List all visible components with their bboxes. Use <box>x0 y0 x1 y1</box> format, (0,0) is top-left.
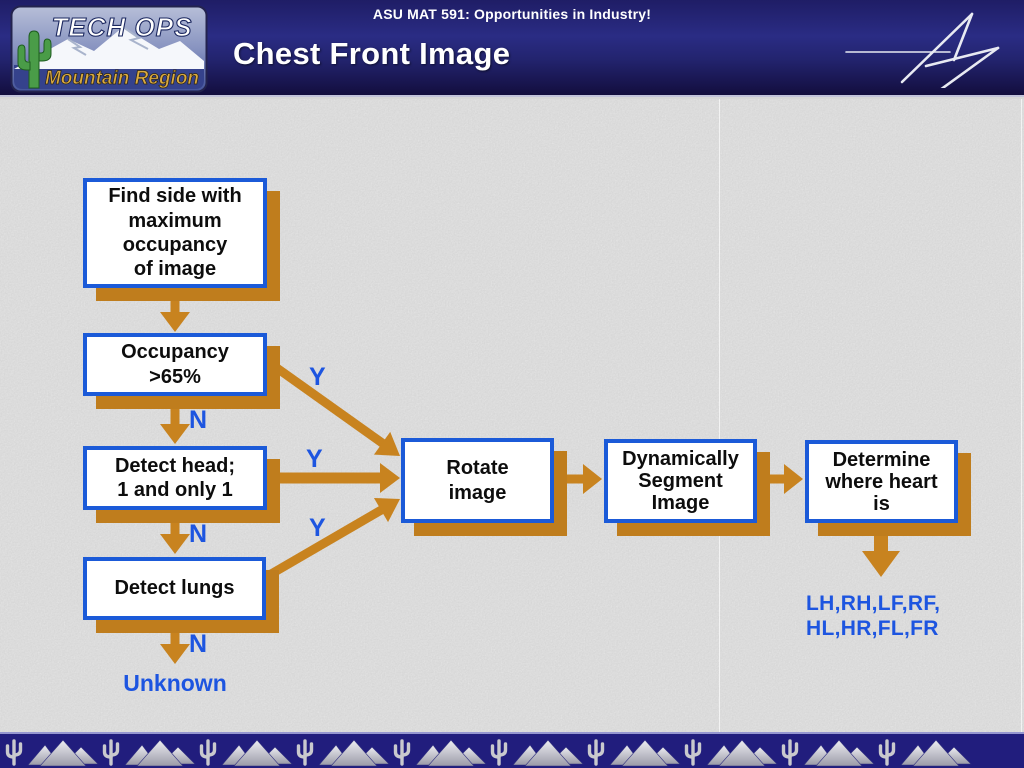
flow-box-line: Rotate <box>446 457 509 480</box>
flow-box-line: occupancy <box>122 234 228 256</box>
flow-box-line: 1 and only 1 <box>117 479 233 501</box>
arrow-detect-lungs-no <box>160 621 190 664</box>
flow-box-line: image <box>448 481 507 504</box>
arrow-occupancy-yes-head <box>373 431 400 456</box>
flow-box-find-side: Find side with maximum occupancy of imag… <box>83 178 267 288</box>
flow-box-rotate-image: Rotate image <box>401 438 554 523</box>
flow-box-line: is <box>873 492 890 515</box>
flow-box-determine-heart: Determine where heart is <box>805 440 958 523</box>
flow-box-line: >65% <box>149 365 201 388</box>
flow-box-detect-lungs: Detect lungs <box>83 557 266 620</box>
arrow-occupancy-yes-shaft <box>264 357 388 449</box>
slide-header: TECH OPS Mountain Region ASU MAT 591: Op… <box>0 0 1024 97</box>
yes-label-detect-lungs: Y <box>309 514 326 542</box>
yes-label-occupancy: Y <box>309 363 326 391</box>
arrow-segment-to-heart <box>765 464 803 494</box>
flow-box-line: Image <box>651 492 710 514</box>
course-header: ASU MAT 591: Opportunities in Industry! <box>372 6 652 22</box>
heart-position-codes: LH,RH,LF,RF, HL,HR,FL,FR <box>806 592 940 642</box>
flow-box-line: Determine <box>832 448 931 471</box>
background-seam <box>719 99 720 732</box>
logo-lower-band <box>14 65 204 89</box>
flow-box-line: Dynamically <box>622 448 739 470</box>
flow-box-line: Segment <box>638 470 723 492</box>
background-seam <box>1021 99 1022 732</box>
flow-box-line: Detect head; <box>114 454 236 477</box>
star-logo <box>845 12 1000 88</box>
arrow-detect-head-yes <box>269 463 400 493</box>
arrow-detect-lungs-yes-shaft <box>263 505 386 581</box>
page-title: Chest Front Image <box>233 36 511 71</box>
heart-codes-line: HL,HR,FL,FR <box>806 616 939 640</box>
heart-codes-line: LH,RH,LF,RF, <box>806 592 941 615</box>
arrow-rotate-to-segment <box>562 464 602 494</box>
flow-box-line: where heart <box>825 470 938 493</box>
logo-mountains <box>14 27 204 69</box>
flow-box-segment-image: Dynamically Segment Image <box>604 439 757 523</box>
arrow-heart-to-codes <box>862 524 900 577</box>
flow-box-detect-head: Detect head; 1 and only 1 <box>83 446 267 510</box>
unknown-result-label: Unknown <box>123 670 227 696</box>
flow-box-line: maximum <box>128 209 222 232</box>
techops-logo: TECH OPS Mountain Region <box>10 5 208 93</box>
slide-footer: 41 <box>0 732 1024 768</box>
cactus-icon <box>17 30 52 89</box>
flow-box-line: of image <box>133 258 217 281</box>
arrow-detect-head-no <box>160 511 190 554</box>
arrow-detect-lungs-yes-head <box>373 497 400 523</box>
yes-label-detect-head: Y <box>306 445 323 473</box>
flow-box-line: Detect lungs <box>114 577 235 600</box>
footer-border-pattern <box>0 732 1024 768</box>
arrow-find-to-occupancy <box>160 288 190 332</box>
no-label-occupancy: N <box>189 406 208 434</box>
flow-box-line: Find side with <box>108 185 242 208</box>
logo-brand-text: TECH OPS <box>52 12 193 42</box>
logo-region-text: Mountain Region <box>45 68 199 89</box>
no-label-detect-head: N <box>189 520 208 548</box>
flow-box-line: Occupancy <box>121 341 229 364</box>
no-label-detect-lungs: N <box>189 630 208 658</box>
arrow-occupancy-no <box>160 397 190 444</box>
flow-box-occupancy: Occupancy >65% <box>83 333 267 396</box>
